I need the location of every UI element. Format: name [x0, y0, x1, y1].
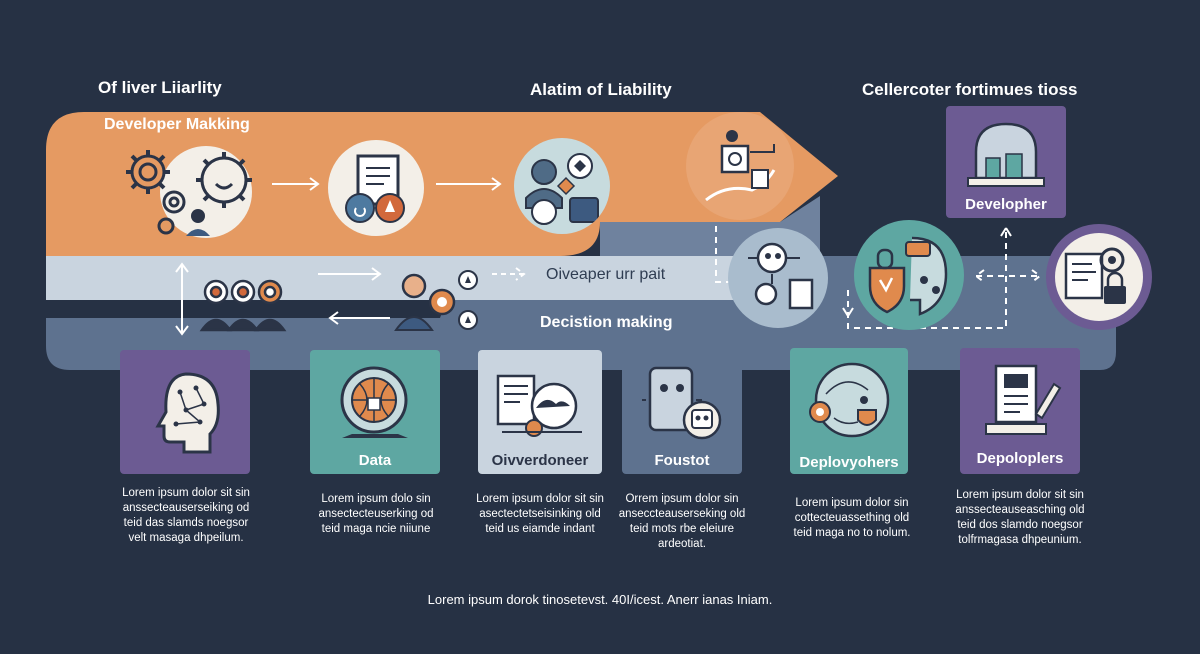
band-label-developer-making: Developer Makking — [104, 116, 250, 133]
dome-building-icon — [960, 118, 1052, 188]
card-deplovyohers-title: Deplovyohers — [799, 454, 899, 471]
face-network-icon — [804, 358, 894, 444]
certificate-gear-icon — [1046, 224, 1152, 330]
card-foustot-title: Foustot — [654, 452, 710, 469]
people-group-icon — [198, 276, 288, 334]
person-idea-icon — [514, 138, 610, 234]
card-depoloplers: Depoloplers — [960, 348, 1080, 474]
card-brain — [120, 350, 250, 474]
card-overdoneer-title: Oivverdoneer — [491, 452, 589, 469]
band-label-middle-path: Oiveaper urr pait — [546, 266, 666, 283]
developer-card-title: Developher — [965, 196, 1047, 213]
globe-lock-icon — [332, 362, 418, 444]
documents-icon — [492, 370, 588, 442]
decision-band — [46, 256, 1116, 370]
card-overdoneer: Oivverdoneer — [478, 350, 602, 474]
network-people-icon — [728, 228, 828, 328]
hand-robot-icon — [686, 112, 794, 220]
document-shield-icon — [328, 140, 424, 236]
paper-pen-icon — [976, 358, 1066, 444]
footer-text: Lorem ipsum dorok tinosetevst. 40I/icest… — [427, 592, 773, 607]
card-deplovyohers: Deplovyohers — [790, 348, 908, 474]
header-center: Alatim of Liability — [530, 80, 672, 99]
robot-icon — [640, 360, 726, 446]
gears-developer-icon — [118, 140, 268, 240]
brain-head-icon — [146, 368, 226, 458]
card-depoloplers-title: Depoloplers — [976, 450, 1064, 467]
card-data-title: Data — [358, 452, 392, 469]
card-foustot: Foustot — [622, 350, 742, 474]
card-data: Data — [310, 350, 440, 474]
person-gear-icon — [394, 268, 484, 334]
header-left: Of liver Liiarlity — [98, 78, 222, 97]
developer-card: Developher — [946, 106, 1066, 218]
shield-head-icon — [854, 220, 964, 330]
band-label-decision-making: Decistion making — [540, 314, 673, 331]
header-right: Cellercoter fortimues tioss — [862, 80, 1078, 99]
